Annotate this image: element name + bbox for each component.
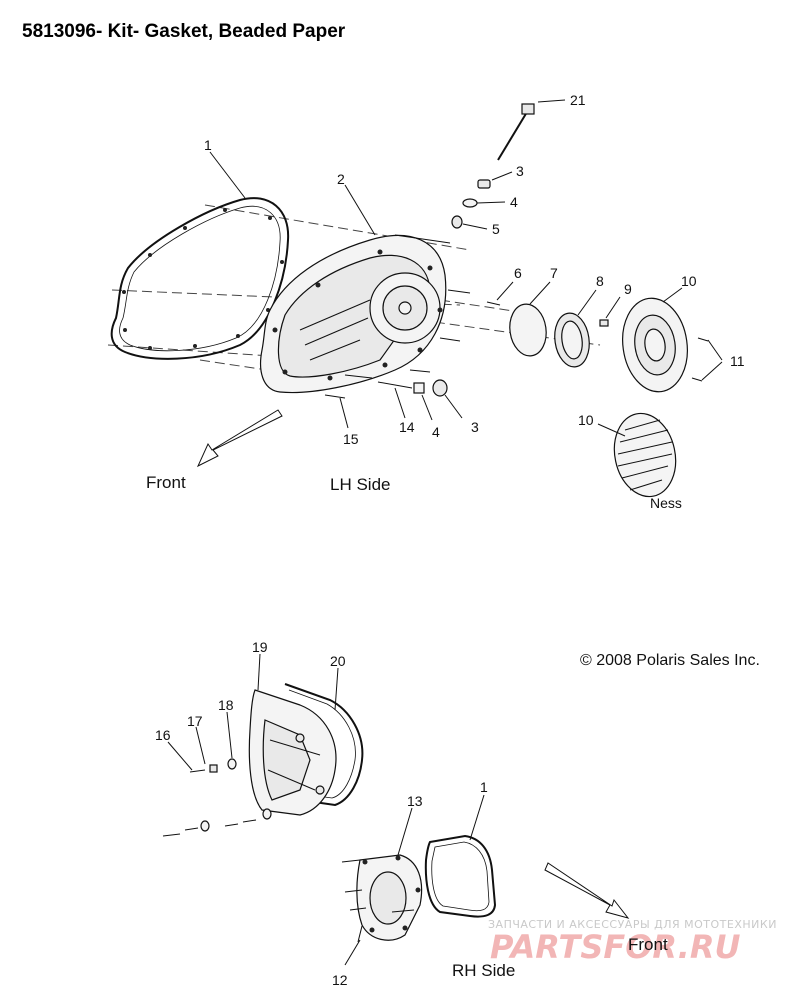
callout-1: 1 [204, 137, 212, 153]
primary-cover-part-2 [259, 234, 447, 394]
plug-part-3 [477, 179, 491, 189]
dipstick-part-21 [497, 103, 535, 161]
inner-cover-part-13 [356, 854, 423, 941]
gasket-lh-part-1 [110, 197, 290, 360]
ring-part-8 [554, 312, 590, 368]
caption-front-bottom: Front [628, 935, 668, 954]
callout-6: 6 [514, 265, 522, 281]
callout-18: 18 [218, 697, 234, 713]
gasket-disc-part-7 [509, 303, 547, 357]
lh-side-assembly: 1 2 21 3 4 5 6 7 8 9 10 11 15 14 4 3 10 … [107, 92, 745, 511]
watermark-logo: PARTSFOR.RU [490, 928, 740, 966]
gasket-rh-part-1 [424, 834, 497, 918]
rh-side-assembly: 19 20 18 17 16 13 1 12 ЗАПЧАСТИ И АКСЕСС… [155, 639, 777, 988]
callout-5: 5 [492, 221, 500, 237]
callout-14: 14 [399, 419, 415, 435]
gasket-part-20 [284, 683, 364, 807]
plug-part-5 [451, 215, 463, 229]
bolt-part-14 [377, 381, 413, 389]
page-title: 5813096- Kit- Gasket, Beaded Paper [22, 21, 346, 42]
bolts-parts-16-17-18 [162, 758, 272, 837]
callout-3-upper: 3 [516, 163, 524, 179]
screw-part-9 [599, 319, 609, 327]
callout-13: 13 [407, 793, 423, 809]
callout-19: 19 [252, 639, 268, 655]
plug-parts-3-4-lower [413, 379, 448, 397]
front-arrow-bottom [544, 862, 630, 919]
callout-11: 11 [730, 353, 745, 369]
ness-cover-part-10 [613, 412, 677, 498]
callout-3-lower: 3 [471, 419, 479, 435]
watermark-tagline: ЗАПЧАСТИ И АКСЕССУАРЫ ДЛЯ МОТОТЕХНИКИ [488, 918, 777, 931]
o-ring-part-4 [462, 198, 478, 208]
callout-15: 15 [343, 431, 359, 447]
front-arrow-top [196, 409, 283, 468]
callout-12: 12 [332, 972, 348, 988]
caption-rh-side: RH Side [452, 961, 515, 980]
screws-part-11 [691, 337, 709, 382]
callout-4-lower: 4 [432, 424, 440, 440]
leader-lines-top [209, 99, 723, 437]
callout-1-rh: 1 [480, 779, 488, 795]
caption-lh-side: LH Side [330, 475, 390, 494]
leader-lines-bottom [167, 653, 485, 966]
callout-16: 16 [155, 727, 171, 743]
caption-ness: Ness [650, 495, 682, 511]
bolts-part-15 [324, 234, 471, 399]
callout-8: 8 [596, 273, 604, 289]
callout-10-top: 10 [681, 273, 697, 289]
derby-cover-part-10 [622, 297, 688, 393]
callout-10-ness: 10 [578, 412, 594, 428]
callout-17: 17 [187, 713, 203, 729]
caption-front-top: Front [146, 473, 186, 492]
screw-part-6 [486, 301, 501, 306]
callout-21: 21 [570, 92, 586, 108]
callout-9: 9 [624, 281, 632, 297]
callout-20: 20 [330, 653, 346, 669]
copyright-notice: © 2008 Polaris Sales Inc. [580, 652, 760, 669]
callout-4-upper: 4 [510, 194, 518, 210]
callout-2: 2 [337, 171, 345, 187]
bolts-part-12 [341, 859, 415, 943]
cover-part-19 [248, 689, 337, 816]
callout-7: 7 [550, 265, 558, 281]
